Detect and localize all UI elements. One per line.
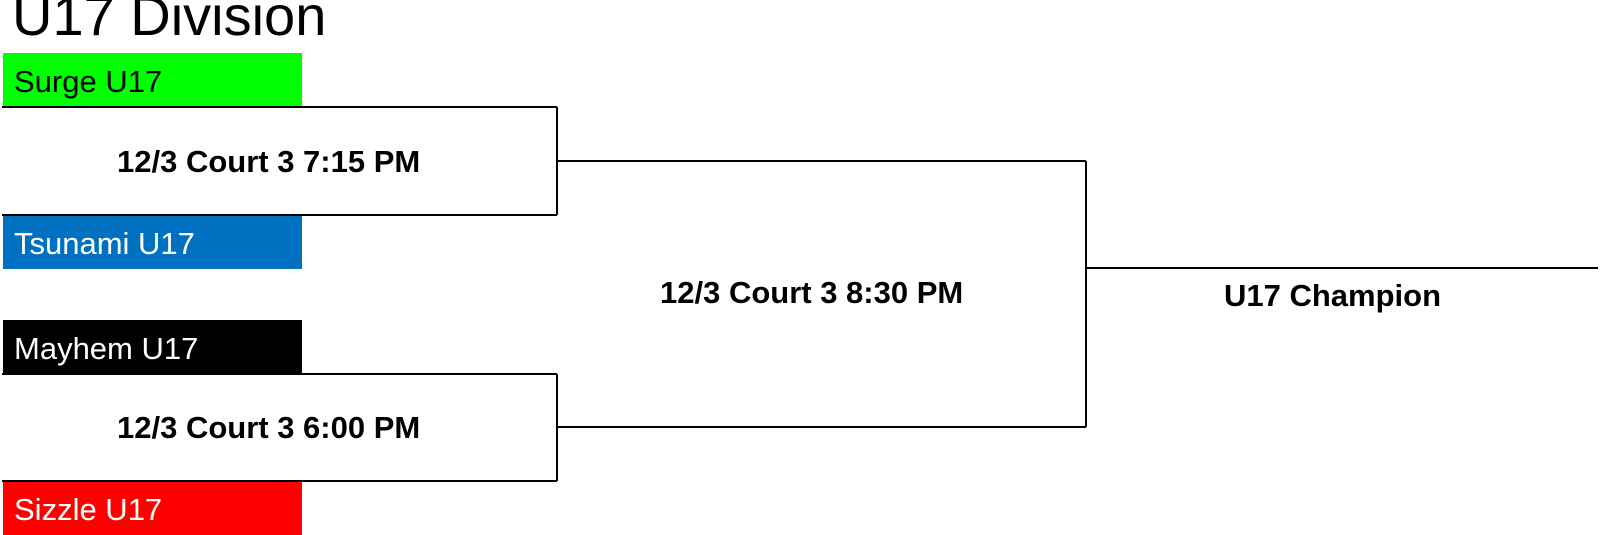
semifinal-1-label: 12/3 Court 3 7:15 PM bbox=[117, 144, 421, 179]
team-slot-2: Tsunami U17 bbox=[3, 215, 302, 269]
team-slot-3: Mayhem U17 bbox=[3, 320, 302, 374]
champion-label: U17 Champion bbox=[1224, 278, 1442, 313]
division-title: U17 Division bbox=[12, 0, 327, 47]
semifinal-2-label: 12/3 Court 3 6:00 PM bbox=[117, 410, 421, 445]
bracket-lines bbox=[2, 106, 1598, 482]
team-slot-1: Surge U17 bbox=[3, 53, 302, 107]
final-game-label: 12/3 Court 3 8:30 PM bbox=[660, 275, 964, 310]
